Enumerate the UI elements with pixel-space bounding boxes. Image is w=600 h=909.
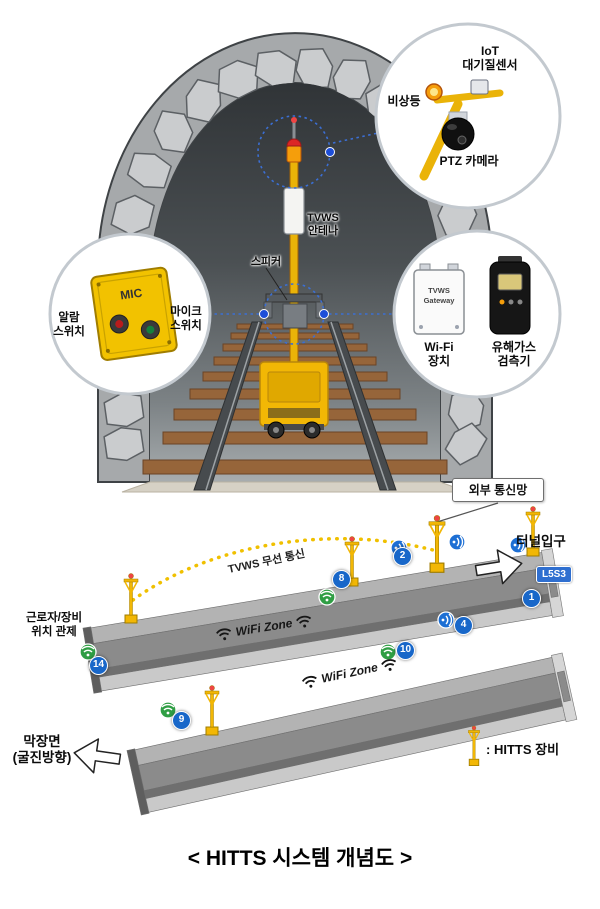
wifi-gateway-device [413, 269, 465, 335]
node-badge-4: 4 [454, 616, 473, 635]
location-beacon-icon [448, 533, 466, 551]
speaker-pointer-line [265, 267, 288, 301]
wifi-zone-top: WiFi Zone [215, 613, 313, 642]
node-badge-14: 14 [89, 656, 108, 675]
tvws-antenna-label: TVWS 안테나 [307, 212, 339, 237]
wifi-icon [301, 675, 317, 688]
callout-sensor-circle [374, 22, 562, 210]
legend-label: : HITTS 장비 [486, 742, 560, 757]
gateway-device-text: TVWS Gateway [423, 286, 455, 305]
legend-hitts-pole-icon [467, 725, 481, 767]
face-direction-arrow [73, 738, 122, 774]
track-ballast [121, 481, 469, 493]
worker-location-label: 근로자/장비 위치 관제 [25, 612, 83, 638]
wifi-icon [296, 615, 312, 628]
gas-detector-label: 유해가스 검측기 [491, 340, 537, 369]
diagram-caption: < HITTS 시스템 개념도 > [187, 847, 413, 870]
alarm-switch-label: 알람 스위치 [53, 312, 85, 338]
tunnel-entrance-arrow [474, 549, 523, 585]
link-node-dots [259, 147, 335, 319]
mic-panel-title: MIC [119, 286, 143, 303]
wifi-zone-bottom: WiFi Zone [301, 656, 399, 690]
speaker-box [282, 303, 308, 329]
wifi-icon [216, 628, 232, 641]
l5s3-badge: L5S3 [536, 566, 572, 583]
external-network-box: 외부 통신망 [452, 478, 544, 502]
ptz-camera-dome [441, 117, 475, 151]
sensor-arm-graphic [419, 79, 504, 181]
wifi-ap-icon [318, 588, 336, 606]
tunnel-entrance-label: 터널입구 [516, 534, 566, 549]
wifi-icon [381, 659, 397, 671]
ptz-camera-label: PTZ 카메라 [439, 154, 499, 168]
hitts-pole-icon [204, 684, 220, 736]
comm-devices-graphic [413, 256, 531, 335]
external-network-line [436, 502, 499, 523]
iot-sensor-device [470, 79, 489, 95]
node-badge-1: 1 [522, 589, 541, 608]
node-badge-8: 8 [332, 570, 351, 589]
hitts-pole-icon [123, 572, 139, 624]
rails [193, 321, 397, 491]
location-beacon-icon [437, 611, 455, 629]
speaker-label: 스피커 [250, 256, 282, 268]
hitts-equipment-unit [259, 117, 329, 439]
face-direction-label: 막장면 (굴진방향) [12, 734, 72, 765]
iot-air-sensor-label: IoT 대기질센서 [462, 44, 518, 73]
node-badge-2: 2 [393, 547, 412, 566]
mast-crossarm [265, 293, 323, 303]
tvws-wireless-arc [131, 537, 435, 602]
hitts-pole-icon [428, 514, 446, 574]
gas-detector-device [489, 261, 531, 335]
tunnel-tube-bottom [126, 652, 578, 816]
wifi-device-label: Wi-Fi 장치 [424, 340, 454, 369]
mic-switch-label: 마이크 스위치 [170, 306, 202, 332]
emergency-light-label: 비상등 [387, 94, 421, 108]
node-badge-10: 10 [396, 641, 415, 660]
node-badge-9: 9 [172, 711, 191, 730]
beacon-lamp [286, 145, 302, 163]
mic-panel-graphic: MIC [90, 266, 178, 361]
